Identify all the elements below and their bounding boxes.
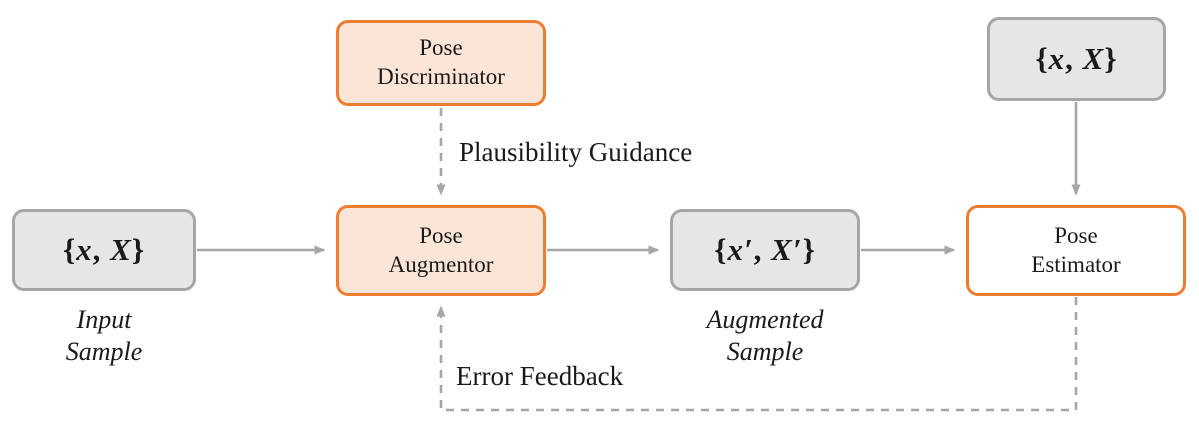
input-sample-formula: {x, X} xyxy=(63,231,145,270)
open-brace: { xyxy=(714,231,728,267)
var-X: X xyxy=(110,231,132,267)
estimator-input-box: {x, X} xyxy=(987,17,1166,101)
estimator-input-formula: {x, X} xyxy=(1035,40,1117,79)
arrow-error-feedback xyxy=(436,297,1078,412)
open-brace: { xyxy=(1035,40,1049,76)
close-brace: } xyxy=(131,231,146,267)
pose-estimator-line1: Pose xyxy=(1054,222,1098,248)
plausibility-guidance-label: Plausibility Guidance xyxy=(459,137,693,167)
augmented-sample-caption-line1: Augmented xyxy=(706,305,824,334)
pose-estimator-label: Pose Estimator xyxy=(1031,222,1120,280)
close-brace: } xyxy=(802,231,816,267)
var-X-prime: X′ xyxy=(771,231,803,267)
pose-augmentor-line2: Augmentor xyxy=(388,251,494,277)
input-sample-caption-line1: Input xyxy=(76,305,132,334)
augmented-sample-caption-line2: Sample xyxy=(726,336,804,366)
input-sample-caption: Input Sample xyxy=(12,304,196,367)
pose-augmentor-line1: Pose xyxy=(419,222,463,248)
pose-discriminator-line1: Pose xyxy=(419,35,463,61)
pose-augmentor-label: Pose Augmentor xyxy=(389,222,494,280)
separator: , xyxy=(1065,40,1083,76)
var-x-prime: x′ xyxy=(727,231,754,267)
pose-estimator-box: Pose Estimator xyxy=(966,205,1186,296)
augmented-sample-box: {x′, X′} xyxy=(670,209,860,291)
pose-estimator-line2: Estimator xyxy=(1031,251,1121,277)
close-brace: } xyxy=(1104,40,1118,76)
augmented-sample-caption: Augmented Sample xyxy=(655,304,875,367)
input-sample-caption-line2: Sample xyxy=(65,336,143,366)
pose-discriminator-box: Pose Discriminator xyxy=(336,20,546,106)
separator: , xyxy=(92,231,111,267)
error-feedback-label: Error Feedback xyxy=(456,361,624,391)
pose-augmentor-box: Pose Augmentor xyxy=(336,205,546,296)
var-x: x xyxy=(76,231,93,267)
pose-discriminator-label: Pose Discriminator xyxy=(377,34,505,92)
open-brace: { xyxy=(62,231,77,267)
var-X: X xyxy=(1082,40,1105,76)
pose-discriminator-line2: Discriminator xyxy=(377,64,505,89)
augmented-sample-formula: {x′, X′} xyxy=(714,231,816,270)
input-sample-box: {x, X} xyxy=(12,209,196,291)
var-x: x xyxy=(1048,40,1066,76)
separator: , xyxy=(753,231,772,267)
